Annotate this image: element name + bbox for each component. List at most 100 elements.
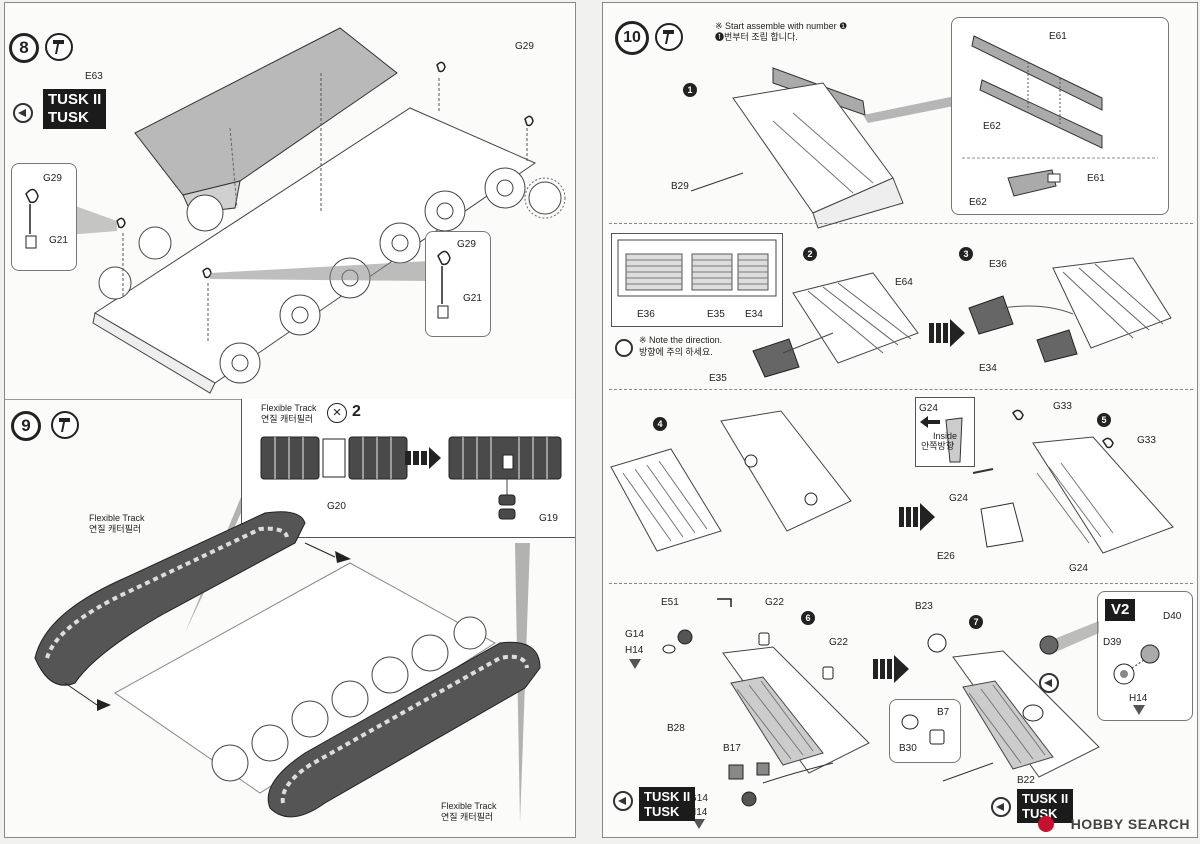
part-label-h14: H14 [689,807,708,818]
badge-line: TUSK II [644,789,691,804]
part-label-e36: E36 [989,259,1007,270]
flex-track-label-en: Flexible Track [261,403,317,413]
substep-4: 4 [653,417,667,431]
front-direction-icon [13,103,33,123]
substep-6-drawing [662,598,870,807]
v2-callout-drawing [1039,621,1099,655]
instruction-page-left: 8 TUSK II TUSK E63 G29 [4,2,576,838]
part-label-g24: G24 [949,493,968,504]
paint-marker-icon [1133,705,1145,715]
substep-3-drawing [968,257,1172,363]
substep-3: 3 [959,247,973,261]
part-label-e26: E26 [937,551,955,562]
track-links-drawing [260,436,562,520]
cement-icon [655,23,683,51]
times-icon: × [327,403,347,423]
times-count: 2 [352,403,361,420]
part-label-g33: G33 [1137,435,1156,446]
section-divider [609,223,1193,224]
step-8-number: 8 [9,33,39,63]
substep-4-drawing [610,410,852,552]
part-label-g19: G19 [539,513,558,524]
badge-line: TUSK [644,804,680,819]
next-arrow-icon [873,655,909,683]
part-label-g33: G33 [1053,401,1072,412]
section-divider [609,583,1193,584]
part-label-g21: G21 [463,293,482,304]
part-label-d40: D40 [1163,611,1182,622]
part-label-g14: G14 [625,629,644,640]
substep-7-drawing [927,633,1100,782]
part-label-b17: B17 [723,743,741,754]
variant-badge-tusk: TUSK II TUSK [639,787,696,821]
part-label-g22: G22 [829,637,848,648]
part-label-h14: H14 [625,645,644,656]
flex-track-label-ko: 연질 캐터필러 [89,524,142,534]
part-label-b22: B22 [1017,775,1035,786]
front-direction-icon [991,797,1011,817]
paint-marker-icon [629,659,641,669]
part-label-d39: D39 [1103,637,1122,648]
inset-b7-b30 [889,699,961,763]
badge-line: TUSK [48,109,89,126]
part-label-e35: E35 [709,373,727,384]
part-label-g24: G24 [919,403,938,414]
part-label-b30: B30 [899,743,917,754]
part-label-g22: G22 [765,597,784,608]
inset-e61-e62 [951,17,1169,215]
substep-1: 1 [683,83,697,97]
watermark-logo-icon [1038,816,1054,832]
flex-track-label-ko: 연질 캐터필러 [261,414,314,424]
part-label-e62: E62 [983,121,1001,132]
next-arrow-icon [899,503,935,531]
substep-2-drawing [752,272,919,378]
part-label-g20: G20 [327,501,346,512]
inset-g24-inside [915,397,975,467]
part-label-h14: H14 [1129,693,1148,704]
part-label-e64: E64 [895,277,913,288]
inside-label-ko: 안쪽방향 [921,441,955,451]
part-label-e34: E34 [745,309,763,320]
part-label-b29: B29 [671,181,689,192]
substep-6: 6 [801,611,815,625]
badge-line: TUSK II [48,91,102,108]
part-label-e35: E35 [707,309,725,320]
start-note-ko: ❶번부터 조립 합니다. [715,32,798,42]
direction-note-en: ※ Note the direction. [639,335,723,345]
inset-grille-parts [611,233,783,327]
step-9-tracks-drawing [34,497,541,823]
section-divider [609,389,1193,390]
step-9-number: 9 [11,411,41,441]
substep-7: 7 [969,615,983,629]
part-label-g24: G24 [1069,563,1088,574]
inside-label-en: Inside [933,431,958,441]
step-8-hull-drawing [67,27,566,394]
part-label-b23: B23 [915,601,933,612]
part-label-g29: G29 [43,173,62,184]
inset-hook-left [11,163,77,271]
part-label-e61: E61 [1049,31,1067,42]
variant-badge-tusk: TUSK II TUSK [43,89,107,129]
next-arrow-icon [929,319,965,347]
part-label-b28: B28 [667,723,685,734]
part-label-g29: G29 [515,41,534,52]
flex-track-label-en: Flexible Track [89,513,145,523]
start-note-en: ※ Start assemble with number ❶ [715,21,848,31]
part-label-e51: E51 [661,597,679,608]
part-label-b7: B7 [937,707,950,718]
variant-badge-v2: V2 [1105,599,1136,621]
part-label-e36: E36 [637,309,655,320]
substep-5-drawing [972,409,1174,554]
part-label-g14: G14 [689,793,708,804]
step-10-number: 10 [615,21,649,55]
flex-track-label-en: Flexible Track [441,801,497,811]
part-label-g21: G21 [49,235,68,246]
part-label-e61: E61 [1087,173,1105,184]
paint-marker-icon [693,819,705,829]
direction-note-ko: 방향에 주의 하세요. [639,347,713,357]
front-direction-icon [613,791,633,811]
badge-line: TUSK II [1022,791,1069,806]
part-label-e34: E34 [979,363,997,374]
front-direction-icon [1039,673,1059,693]
cement-icon [51,411,79,439]
